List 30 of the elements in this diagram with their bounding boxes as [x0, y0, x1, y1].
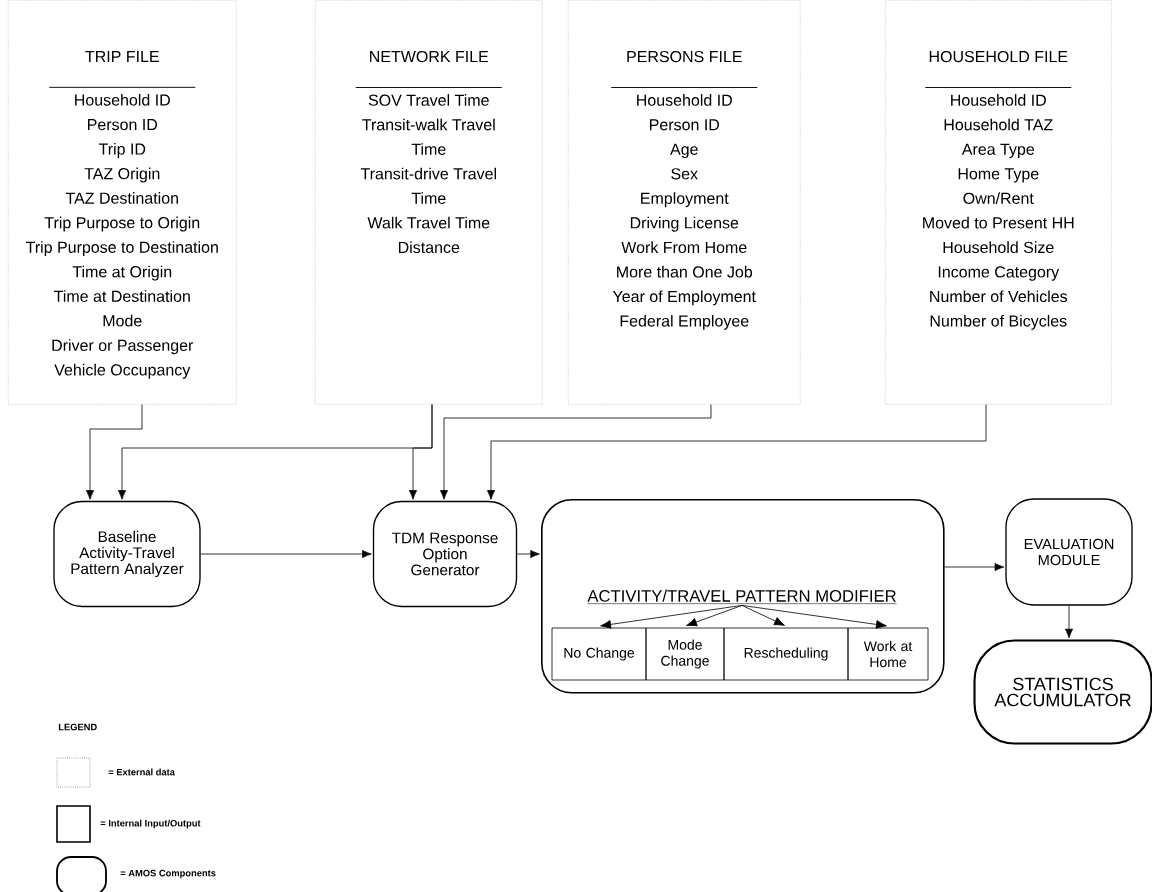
option-box: No Change	[551, 627, 647, 681]
arrow	[741, 605, 887, 629]
data-file-box: HOUSEHOLD FILE Household ID Household TAZ Area Type Home Type Own/Rent Moved to Present HH Household Size Income Category Number of Vehicles Number of Bicycles	[885, 0, 1112, 405]
arrow	[944, 563, 1005, 571]
arrow	[741, 605, 785, 626]
section-heading: ACTIVITY/TRAVEL PATTERN MODIFIER	[587, 589, 897, 604]
legend-text: = AMOS Components	[120, 869, 216, 879]
arrow	[487, 404, 987, 500]
legend-text: = Internal Input/Output	[100, 819, 201, 829]
data-file-box: TRIP FILE Household ID Person ID Trip ID TAZ Origin TAZ Destination Trip Purpose to Origin Trip Purpose to Destination Time at Origin Time at Destination Mode Driver or Passenger Vehicle Occupancy	[8, 0, 237, 405]
data-file-box: NETWORK FILE SOV Travel Time Transit-walk Travel Time Transit-drive Travel Time Walk Travel Time Distance	[315, 0, 543, 405]
component-box: TDM Response Option Generator	[372, 500, 518, 608]
legend-heading: LEGEND	[58, 723, 97, 731]
option-box: Rescheduling	[723, 627, 849, 681]
component-box: EVALUATION MODULE	[1005, 498, 1133, 606]
data-file-box: PERSONS FILE Household ID Person ID Age Sex Employment Driving License Work From Home More than One Job Year of Employment Federal Employee	[568, 0, 801, 405]
component-box	[541, 499, 945, 694]
arrow	[1065, 605, 1073, 639]
arrow	[600, 605, 743, 629]
option-box: Work at Home	[847, 627, 929, 681]
arrow	[200, 550, 372, 558]
arrow	[440, 404, 712, 500]
arrow	[86, 404, 143, 500]
arrow	[409, 404, 433, 500]
component-box: Baseline Activity-Travel Pattern Analyzer	[53, 500, 201, 608]
component-box: STATISTICS ACCUMULATOR	[973, 639, 1152, 745]
arrow	[516, 550, 540, 558]
option-box: Mode Change	[645, 627, 725, 681]
arrow	[686, 605, 743, 627]
legend-text: = External data	[108, 768, 175, 776]
